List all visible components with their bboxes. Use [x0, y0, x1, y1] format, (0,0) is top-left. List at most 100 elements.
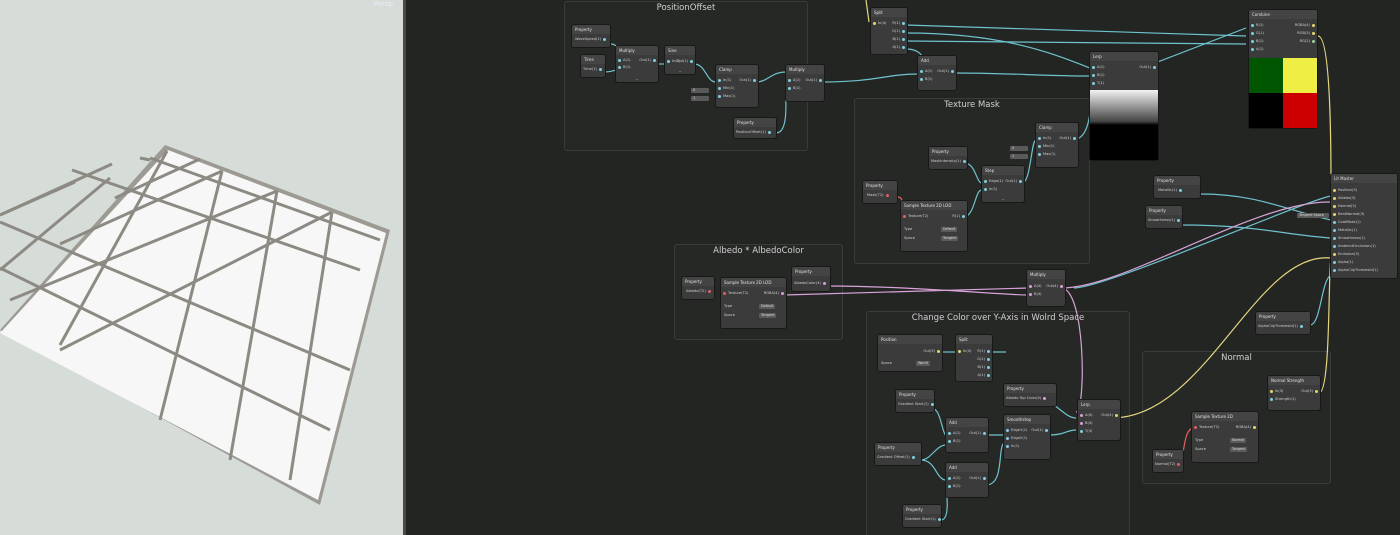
clamp-max-field[interactable]: 1: [691, 96, 709, 101]
port-g[interactable]: G(1): [1249, 31, 1264, 36]
node-property-mask[interactable]: Property Mask(T2): [863, 181, 897, 203]
port-out[interactable]: WaveSpeed(1): [575, 37, 608, 42]
clamp2-min-field[interactable]: 0: [1010, 146, 1028, 151]
viewport-label[interactable]: Persp: [373, 0, 393, 8]
node-lit-master[interactable]: Lit Master Position(3) Albedo(3) Normal(…: [1331, 174, 1397, 278]
port-bentnormal[interactable]: BentNormal(3): [1331, 212, 1364, 217]
port-out[interactable]: Mask(T2): [867, 193, 891, 198]
node-property-gradient-start-2[interactable]: Property Gradient Start(1): [903, 505, 941, 527]
node-property-albedocolor[interactable]: Property AlbedoColor(4): [792, 267, 830, 291]
port-r[interactable]: R(1): [892, 21, 907, 26]
port-a[interactable]: A(1): [977, 373, 992, 378]
port-out[interactable]: Out(4): [1046, 284, 1065, 289]
port-out[interactable]: Out(1): [969, 431, 988, 436]
port-out[interactable]: AlphaClipThreshold(1): [1258, 324, 1305, 329]
port-in[interactable]: In(4): [956, 349, 971, 354]
port-out[interactable]: AlbedoColor(4): [794, 281, 828, 286]
node-property-gradient-start[interactable]: Property Gradient Start(1): [896, 390, 934, 412]
port-b[interactable]: B(1): [946, 439, 961, 444]
space-dropdown[interactable]: Tangent: [941, 236, 959, 241]
port-out[interactable]: Out(1): [1031, 428, 1050, 433]
port-a[interactable]: A(4): [1078, 413, 1093, 418]
node-property-alphaclip[interactable]: Property AlphaClipThreshold(1): [1256, 312, 1310, 334]
port-texture[interactable]: Texture(T2): [1192, 425, 1219, 430]
port-texture[interactable]: Texture(T2): [721, 291, 748, 296]
port-out[interactable]: Out(1): [676, 59, 695, 64]
space-dropdown[interactable]: World: [916, 361, 930, 366]
port-max[interactable]: Max(1): [716, 94, 736, 99]
node-add-1[interactable]: Add A(1) B(1) Out(1): [918, 56, 956, 90]
node-property-smoothness[interactable]: Property Smoothness(1): [1146, 206, 1182, 228]
port-b[interactable]: B(1): [1249, 39, 1264, 44]
port-out[interactable]: Albedo Top Color(4): [1006, 396, 1048, 401]
port-a[interactable]: A(1): [918, 69, 933, 74]
type-dropdown[interactable]: Default: [941, 227, 958, 232]
chevron-down-icon[interactable]: ⌄: [635, 76, 639, 81]
port-out[interactable]: Out(4): [1101, 413, 1120, 418]
port-out[interactable]: Gradient Start(1): [898, 402, 936, 407]
port-in[interactable]: In(1): [716, 78, 731, 83]
clamp-min-field[interactable]: 0: [691, 88, 709, 93]
port-b[interactable]: B(1): [892, 37, 907, 42]
node-add-3[interactable]: Add A(1) B(1) Out(1): [946, 463, 988, 497]
node-clamp-2[interactable]: Clamp In(1) Min(1) Max(1) Out(1): [1036, 123, 1078, 167]
port-out[interactable]: Albedo(T2): [686, 289, 713, 294]
port-in[interactable]: In(3): [1268, 389, 1283, 394]
port-albedo[interactable]: Albedo(3): [1331, 196, 1356, 201]
chevron-down-icon[interactable]: ⌄: [1001, 196, 1005, 201]
node-sample-texture-albedo[interactable]: Sample Texture 2D LOD Texture(T2) RGBA(4…: [721, 278, 786, 328]
port-out[interactable]: Out(1): [805, 78, 824, 83]
port-out[interactable]: Smoothness(1): [1148, 218, 1182, 223]
node-clamp-1[interactable]: Clamp In(1) Min(1) Max(1) Out(1): [716, 65, 758, 107]
port-edge[interactable]: Edge(1): [982, 179, 1003, 184]
port-out[interactable]: Time(1): [583, 67, 604, 72]
port-rgba[interactable]: RGBA(4): [764, 291, 786, 296]
port-g[interactable]: G(1): [892, 29, 907, 34]
node-normal-strength[interactable]: Normal Strength In(3) Strength(1) Out(3): [1268, 376, 1320, 410]
port-edge2[interactable]: Edge2(1): [1004, 436, 1027, 441]
port-a[interactable]: A(1): [946, 476, 961, 481]
port-out[interactable]: Gradient Offset(1): [877, 455, 917, 460]
port-b[interactable]: B(1): [786, 86, 801, 91]
port-a[interactable]: A(4): [1027, 284, 1042, 289]
port-out[interactable]: Out(1): [1139, 65, 1158, 70]
port-rgba[interactable]: RGBA(4): [1236, 425, 1258, 430]
node-multiply-2[interactable]: Multiply A(1) B(1) Out(1): [786, 65, 824, 101]
port-out[interactable]: Out(1): [969, 476, 988, 481]
port-b[interactable]: B(4): [1027, 292, 1042, 297]
node-combine[interactable]: Combine R(1) G(1) B(1) A(1) RGBA(4) RGB(…: [1249, 10, 1317, 128]
port-rgba[interactable]: RGBA(4): [1295, 23, 1317, 28]
space-dropdown[interactable]: Tangent: [1230, 447, 1248, 452]
port-in[interactable]: In(4): [871, 21, 886, 26]
port-coatmask[interactable]: CoatMask(1): [1331, 220, 1361, 225]
panel-splitter[interactable]: [403, 0, 406, 535]
node-property-albedo-top-color[interactable]: Property Albedo Top Color(4): [1004, 384, 1056, 406]
port-g[interactable]: G(1): [977, 357, 992, 362]
node-property-metallic[interactable]: Property Metallic(1): [1154, 176, 1200, 198]
port-a[interactable]: A(1): [892, 45, 907, 50]
port-in[interactable]: In(1): [982, 187, 997, 192]
port-out[interactable]: PositionOffset(1): [736, 130, 773, 135]
clamp2-max-field[interactable]: 1: [1010, 154, 1028, 159]
shader-graph-canvas[interactable]: PositionOffset Texture Mask Albedo * Alb…: [406, 0, 1400, 535]
port-r[interactable]: R(1): [1249, 23, 1264, 28]
node-lerp-bottom[interactable]: Lerp A(4) B(4) T(4) Out(4): [1078, 400, 1120, 440]
port-a[interactable]: A(1): [786, 78, 801, 83]
port-t[interactable]: T(4): [1078, 429, 1092, 434]
node-split-2[interactable]: Split In(4) R(1) G(1) B(1) A(1): [956, 335, 992, 381]
port-alpha[interactable]: Alpha(1): [1331, 260, 1353, 265]
port-out[interactable]: Out(3): [923, 349, 942, 354]
type-dropdown[interactable]: Default: [759, 304, 776, 309]
port-b[interactable]: B(1): [977, 365, 992, 370]
port-r[interactable]: R(1): [977, 349, 992, 354]
type-dropdown[interactable]: Normal: [1230, 438, 1247, 443]
port-position[interactable]: Position(3): [1331, 188, 1357, 193]
port-emission[interactable]: Emission(3): [1331, 252, 1359, 257]
port-out[interactable]: Out(1): [739, 78, 758, 83]
port-out[interactable]: Gradient Start(1): [905, 517, 943, 522]
port-rgb[interactable]: RGB(3): [1297, 31, 1317, 36]
node-multiply-3[interactable]: Multiply A(4) B(4) Out(4): [1027, 270, 1065, 306]
port-out[interactable]: MaskIntensity(1): [931, 159, 968, 164]
node-smoothstep[interactable]: Smoothstep Edge1(1) Edge2(1) In(1) Out(1…: [1004, 415, 1050, 459]
node-sine[interactable]: Sine In(1) Out(1) ⌄: [665, 46, 695, 74]
